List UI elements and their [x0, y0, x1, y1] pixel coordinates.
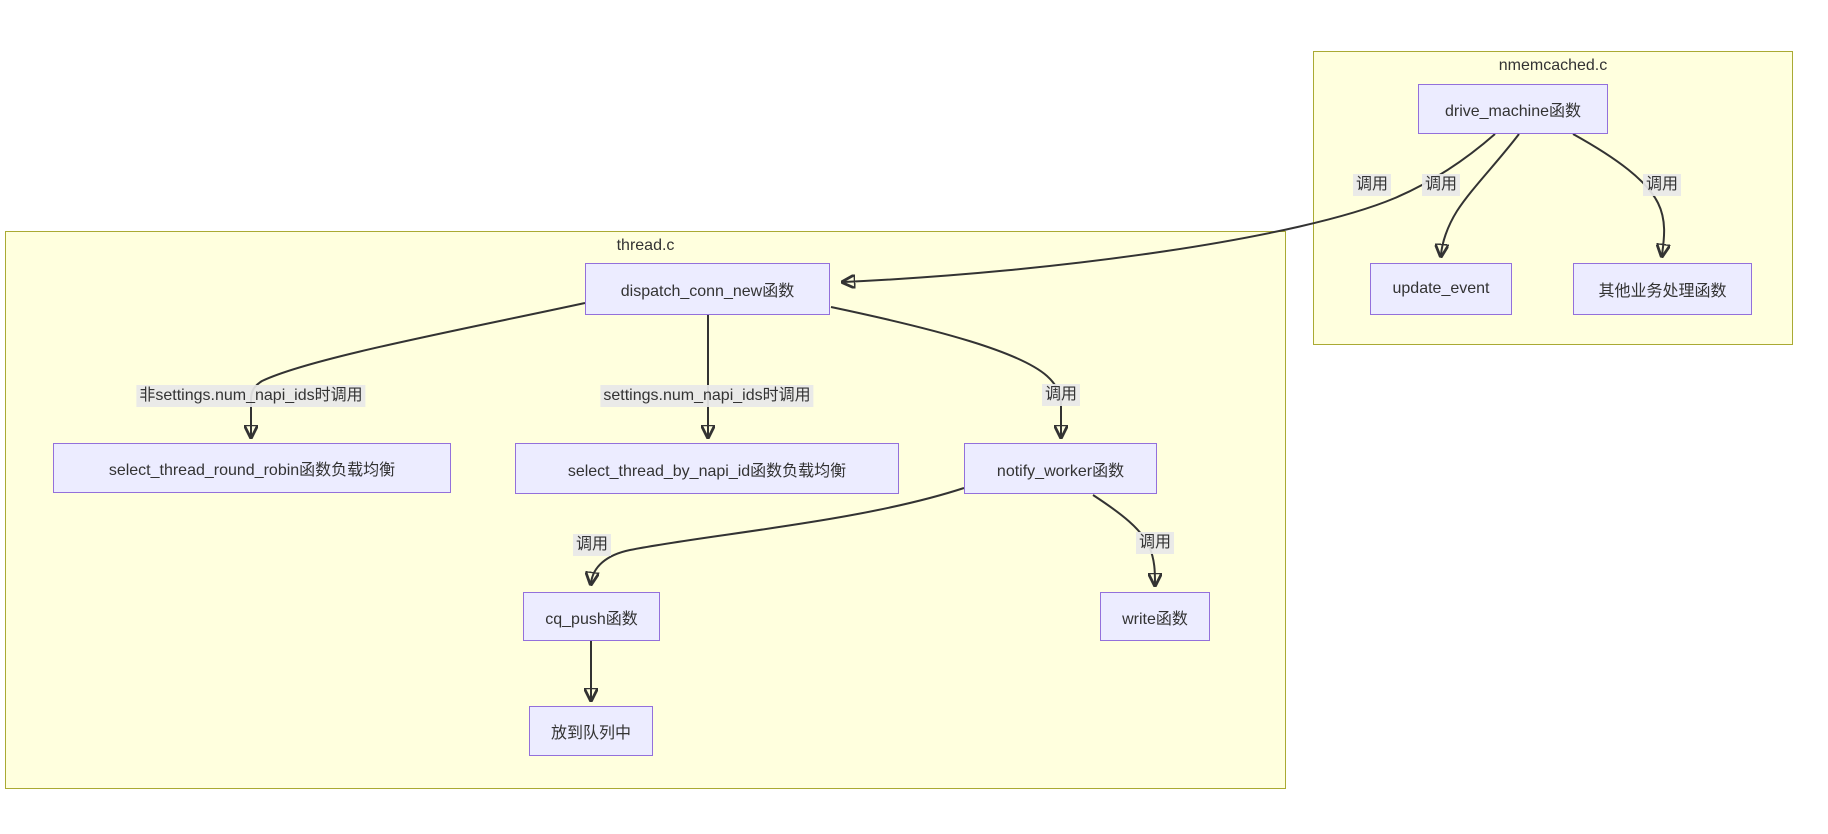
cluster-thread-c-title: thread.c	[616, 237, 675, 254]
edge-notify-worker-to-cq-push	[591, 487, 965, 583]
edge-dispatch-to-select-round-robin	[251, 302, 586, 436]
edge-drive-machine-to-dispatch-conn-new	[844, 133, 1496, 282]
edge-drive-machine-to-update-event	[1441, 133, 1520, 255]
edge-label-drive-to-dispatch: 调用	[1352, 174, 1392, 196]
node-select-thread-by-napi-id: select_thread_by_napi_id函数负载均衡	[515, 443, 899, 494]
edge-label-notify-to-cq-push: 调用	[572, 534, 612, 556]
node-enqueue: 放到队列中	[529, 706, 653, 756]
edge-label-dispatch-to-round-robin: 非settings.num_napi_ids时调用	[136, 385, 366, 407]
node-drive-machine: drive_machine函数	[1418, 84, 1608, 134]
node-dispatch-conn-new: dispatch_conn_new函数	[585, 263, 830, 315]
edge-label-drive-to-update-event: 调用	[1421, 174, 1461, 196]
node-select-thread-round-robin: select_thread_round_robin函数负载均衡	[53, 443, 451, 493]
node-other-business: 其他业务处理函数	[1573, 263, 1752, 315]
cluster-thread-c: thread.c	[5, 231, 1286, 789]
node-notify-worker: notify_worker函数	[964, 443, 1157, 494]
edge-label-notify-to-write: 调用	[1135, 532, 1175, 554]
node-cq-push: cq_push函数	[523, 592, 660, 641]
edge-drive-machine-to-other-business	[1572, 133, 1664, 255]
edge-dispatch-to-notify-worker	[830, 306, 1061, 436]
cluster-nmemcached-c-title: nmemcached.c	[1498, 57, 1608, 74]
edge-label-drive-to-other-business: 调用	[1642, 174, 1682, 196]
edge-label-dispatch-to-by-napi-id: settings.num_napi_ids时调用	[600, 385, 814, 407]
node-update-event: update_event	[1370, 263, 1512, 315]
node-write: write函数	[1100, 592, 1210, 641]
edge-label-dispatch-to-notify-worker: 调用	[1041, 384, 1081, 406]
